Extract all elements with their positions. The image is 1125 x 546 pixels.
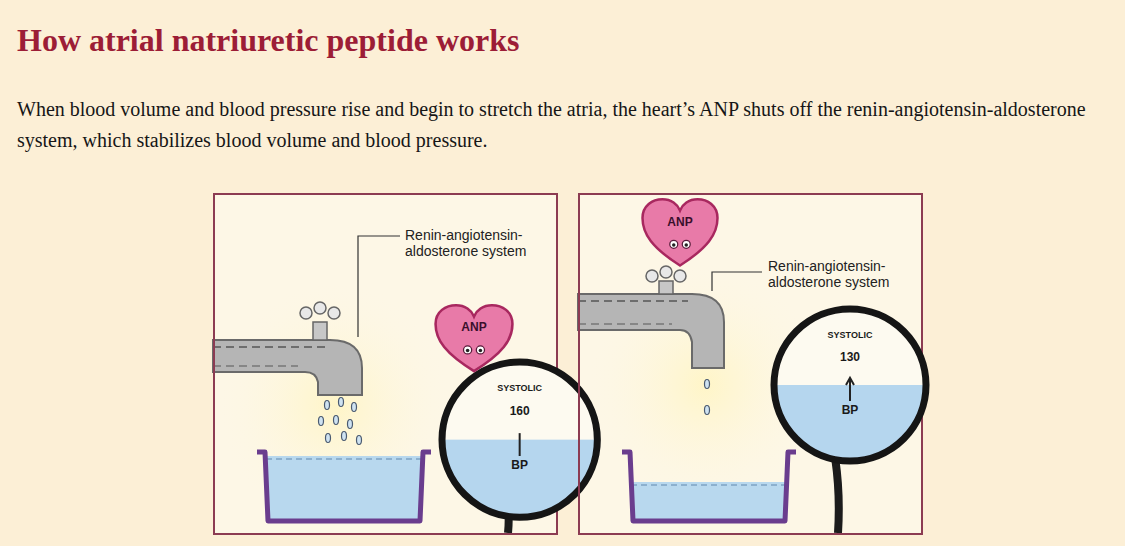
- water-drops: [705, 380, 710, 415]
- heart-body: [643, 199, 718, 265]
- heart-pupil: [479, 349, 483, 352]
- gauge-label: BP: [770, 404, 930, 417]
- basin: [257, 452, 431, 521]
- anp-heart: ANP: [640, 198, 720, 268]
- faucet-pipe: [578, 294, 724, 368]
- basin-water: [631, 482, 787, 519]
- water-drop: [705, 380, 710, 389]
- heart-eye: [682, 240, 690, 248]
- valve-handle: [646, 270, 658, 282]
- scene-panel: Renin-angiotensin-aldosterone systemANPS…: [578, 193, 923, 535]
- water-drop: [342, 432, 347, 441]
- gauge-arrowhead: [846, 378, 854, 385]
- heart-eye: [463, 346, 471, 354]
- basin: [622, 452, 796, 521]
- leader-line: [358, 236, 400, 337]
- pipe-shading: [578, 323, 672, 325]
- valve-handle: [300, 307, 312, 319]
- part-label: Renin-angiotensin-aldosterone system: [405, 227, 545, 259]
- anp-heart: ANP: [433, 304, 515, 374]
- leader-line: [712, 272, 762, 291]
- gauge-label: SYSTOLIC: [770, 331, 930, 341]
- heart-pupil: [466, 349, 470, 352]
- gauge-needle: [519, 433, 521, 456]
- water-surface: [266, 458, 422, 460]
- heart-label: ANP: [640, 216, 720, 229]
- page-caption: When blood volume and blood pressure ris…: [17, 94, 1117, 156]
- heart-eye: [670, 240, 678, 248]
- water-drop: [326, 434, 331, 443]
- gauge-needle: [849, 379, 851, 401]
- bp-gauge: SYSTOLIC 160BP: [438, 358, 601, 521]
- heart-pupil: [685, 243, 689, 247]
- water-drop: [705, 406, 710, 415]
- heart-pupil: [672, 243, 676, 247]
- water-drop: [339, 398, 344, 407]
- gauge-label: SYSTOLIC: [438, 384, 601, 394]
- valve-handle: [314, 302, 326, 314]
- pipe-shading: [213, 346, 326, 348]
- valve-handle: [674, 270, 686, 282]
- light-glow: [215, 280, 455, 530]
- heart-label: ANP: [433, 321, 515, 334]
- water-drops: [319, 398, 362, 445]
- page-title: How atrial natriuretic peptide works: [17, 22, 519, 59]
- water-drop: [334, 416, 339, 425]
- water-surface: [631, 484, 787, 486]
- heart-eye: [476, 346, 484, 354]
- scene-panel: Renin-angiotensin-aldosterone systemANPS…: [213, 193, 558, 535]
- valve-handle: [328, 307, 340, 319]
- pipe-shading: [213, 365, 298, 367]
- heart-outline: [433, 304, 515, 374]
- gauge-dial: [438, 358, 601, 521]
- bp-gauge: SYSTOLIC 130BP: [770, 305, 930, 465]
- water-drop: [357, 436, 362, 445]
- gauge-label: BP: [438, 459, 601, 472]
- valve-stem: [313, 322, 327, 340]
- gauge-dial: [770, 305, 930, 465]
- water-drop: [348, 420, 353, 429]
- faucet-pipe: [213, 340, 362, 395]
- water-drop: [352, 403, 357, 412]
- gauge-reading: 130: [770, 351, 930, 364]
- water-drop: [319, 417, 324, 426]
- gauge-reading: 160: [438, 405, 601, 418]
- part-label: Renin-angiotensin-aldosterone system: [768, 258, 908, 290]
- basin-water: [266, 456, 422, 519]
- valve-stem: [659, 281, 673, 294]
- heart-outline: [640, 198, 720, 268]
- valve-handle: [660, 266, 672, 278]
- water-drop: [325, 401, 330, 410]
- pipe-shading: [578, 300, 688, 302]
